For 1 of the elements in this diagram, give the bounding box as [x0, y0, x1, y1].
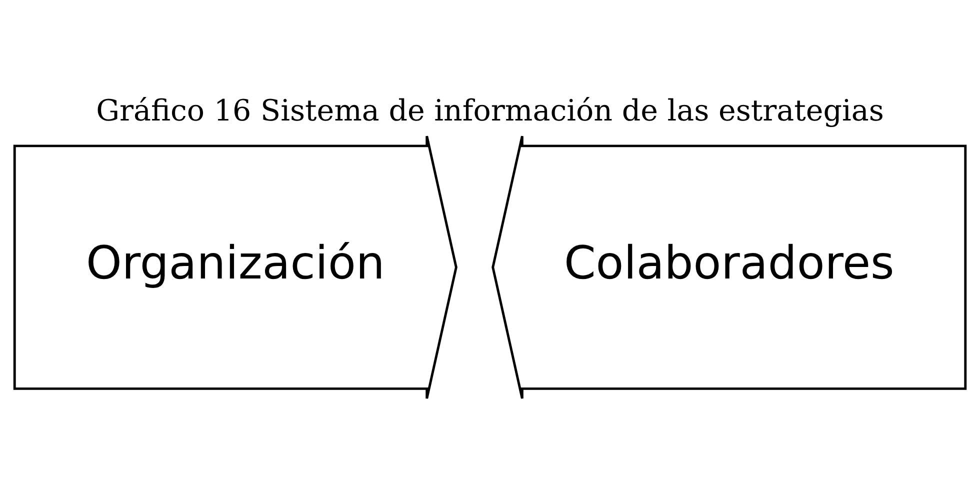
diagram-title: Gráfico 16 Sistema de información de las estrategias: [96, 93, 884, 127]
